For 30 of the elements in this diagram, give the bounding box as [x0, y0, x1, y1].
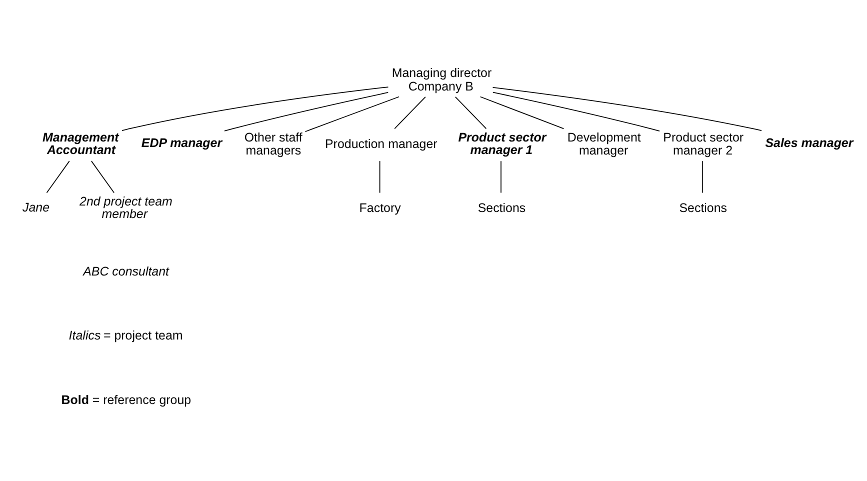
connector — [702, 160, 703, 193]
node-text: Managing director Company B — [392, 66, 492, 94]
node-text: Production manager — [325, 136, 438, 151]
label: Italics = project team — [68, 328, 183, 342]
connector — [46, 160, 70, 193]
node-text: Factory — [359, 200, 401, 215]
node-text: 2nd project team member — [80, 194, 172, 221]
connector — [379, 160, 380, 193]
node-text: Other staff managers — [244, 130, 302, 158]
connector — [394, 96, 426, 129]
node-text: Product sector manager 1 — [458, 130, 546, 156]
connector — [492, 86, 762, 131]
connector — [90, 160, 115, 193]
node-text: Sales manager — [765, 136, 854, 150]
connector — [454, 96, 487, 129]
connector — [500, 160, 502, 193]
node-text: Jane — [22, 200, 50, 214]
label: Bold = reference group — [61, 392, 192, 406]
node-text: Product sector manager 2 — [663, 130, 744, 158]
node-text: Management Accountant — [42, 130, 119, 156]
label: ABC consultant — [83, 264, 170, 278]
node-text: Sections — [478, 200, 526, 215]
node-text: Development manager — [567, 130, 641, 158]
connector — [122, 86, 389, 130]
node-text: EDP manager — [141, 136, 222, 150]
connector — [224, 92, 389, 131]
connector — [480, 96, 564, 129]
node-text: Sections — [679, 200, 728, 215]
connector — [492, 91, 660, 132]
connector — [304, 96, 400, 132]
